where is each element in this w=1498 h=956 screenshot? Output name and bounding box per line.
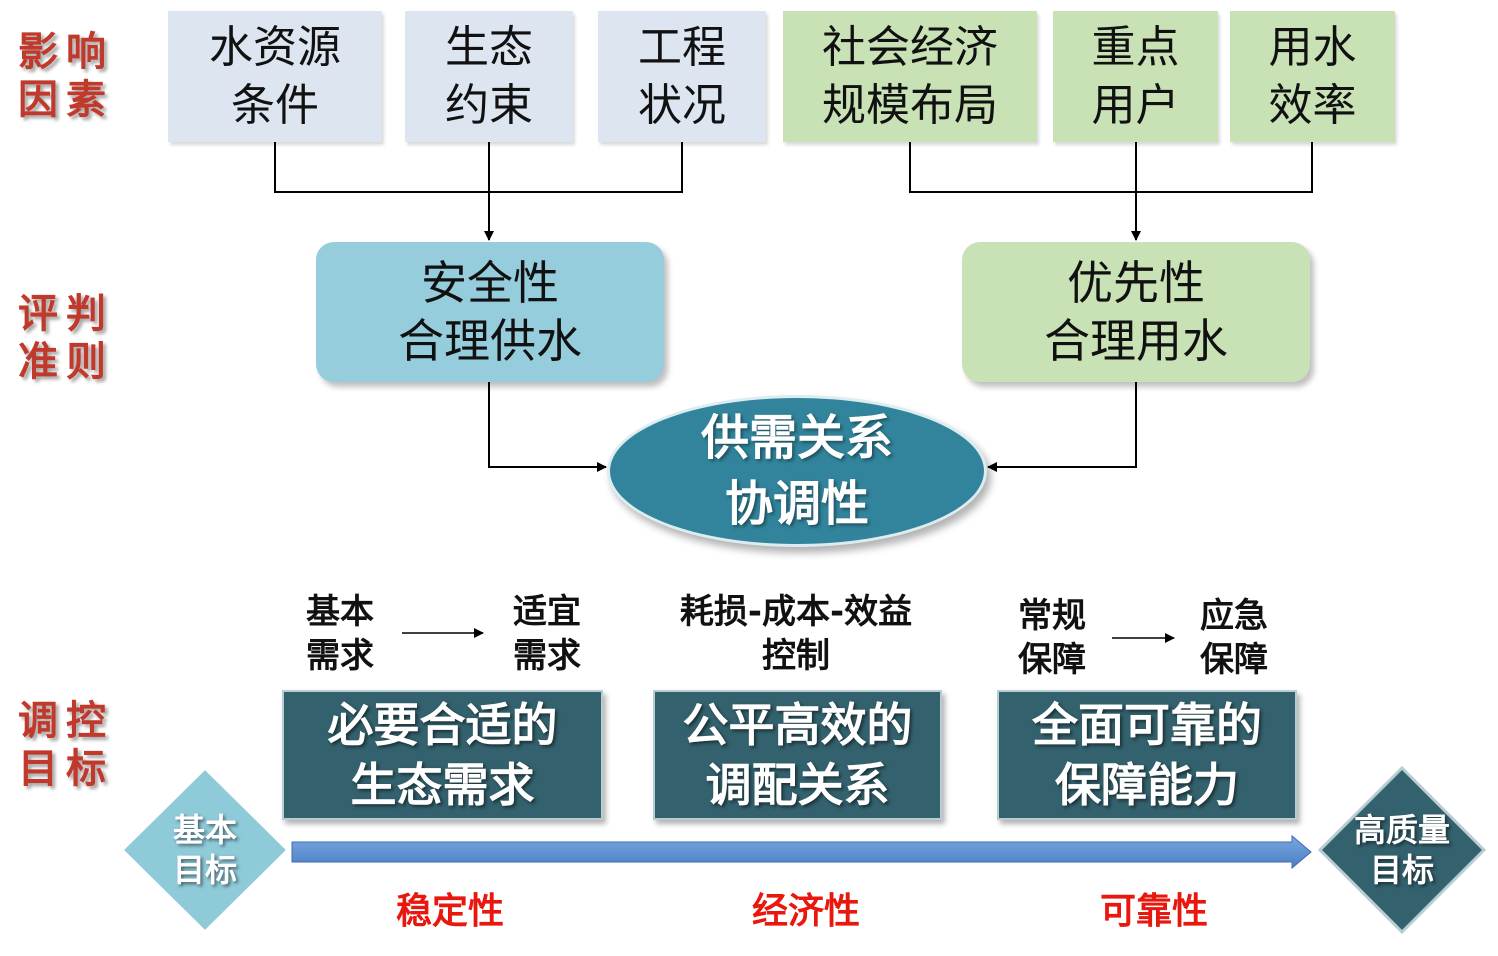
- row-label-criteria: 评判 准则: [18, 291, 114, 385]
- basic-goal-label: 基本 目标: [172, 811, 237, 889]
- property-stability: 稳定性: [395, 891, 504, 932]
- row-label-factors: 影响 因素: [18, 29, 114, 123]
- criteria-priority: 优先性 合理用水: [962, 242, 1310, 382]
- factor-engineering: 工程 状况: [598, 11, 766, 142]
- criteria-safety: 安全性 合理供水: [316, 242, 664, 382]
- center-coordination-ellipse: 供需关系 协调性: [607, 395, 987, 547]
- factor-water-resources: 水资源 条件: [168, 11, 382, 142]
- progress-arrow: [291, 834, 1312, 870]
- factor-socioeconomic: 社会经济 规模布局: [783, 11, 1037, 142]
- sub-label-regular-guarantee: 常规 保障: [1018, 596, 1086, 680]
- left-factor-connector: [274, 142, 683, 241]
- sub-label-suitable-demand: 适宜 需求: [513, 592, 581, 676]
- sub-label-arrows: [402, 628, 1175, 643]
- factor-ecology: 生态 约束: [405, 11, 573, 142]
- factor-key-users: 重点 用户: [1053, 11, 1218, 142]
- high-quality-goal-label: 高质量 目标: [1353, 811, 1450, 889]
- row-label-targets: 调控 目标: [18, 698, 114, 792]
- goal-guarantee-capacity: 全面可靠的 保障能力: [997, 690, 1297, 820]
- property-reliability: 可靠性: [1099, 891, 1208, 932]
- goal-allocation-relation: 公平高效的 调配关系: [653, 690, 942, 820]
- high-quality-goal-diamond: [1317, 765, 1487, 935]
- sub-label-cost-control: 耗损-成本-效益 控制: [679, 592, 913, 676]
- sub-label-emergency-guarantee: 应急 保障: [1200, 596, 1268, 680]
- property-economy: 经济性: [751, 891, 860, 932]
- sub-label-basic-demand: 基本 需求: [306, 592, 374, 676]
- criteria-to-center-connector: [488, 382, 1137, 472]
- goal-ecological-demand: 必要合适的 生态需求: [282, 690, 603, 820]
- right-factor-connector: [909, 142, 1313, 241]
- basic-goal-diamond: [119, 765, 291, 935]
- factor-efficiency: 用水 效率: [1230, 11, 1395, 142]
